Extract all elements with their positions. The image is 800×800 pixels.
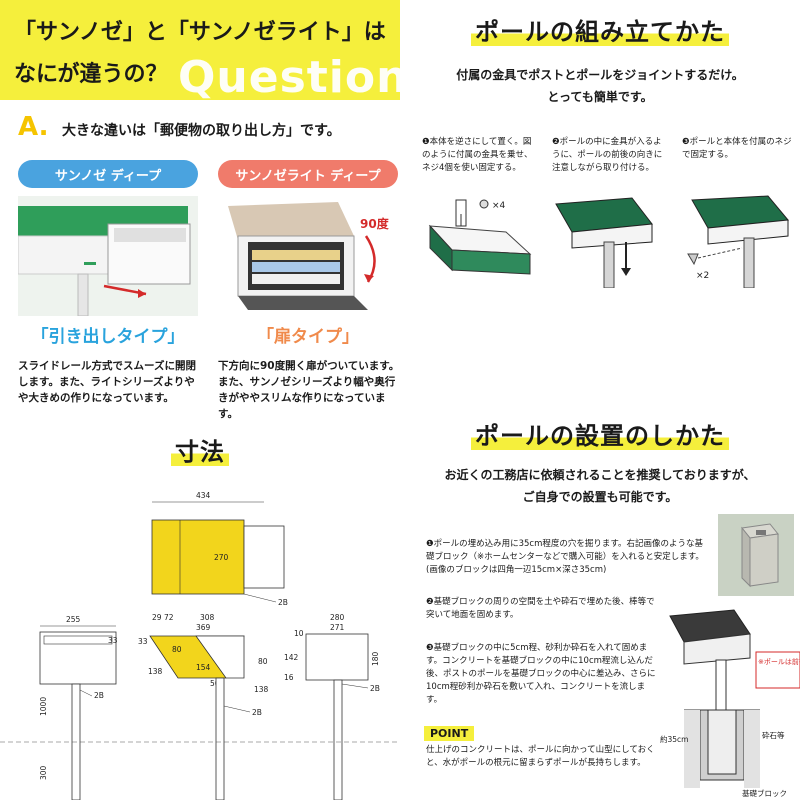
label-2b-front: 2B <box>94 691 104 700</box>
point-text: 仕上げのコンクリートは、ポールに向かって山型にしておくと、水がポールの根元に留ま… <box>426 745 655 768</box>
sanjose-lite-door-illustration: 90度 <box>218 196 398 316</box>
dimensions-title: 寸法 <box>171 438 229 466</box>
dimensions-drawing: 434 270 2B 255 33 2B 1000 300 29 72 308 … <box>0 491 400 800</box>
label-2b-back: 2B <box>370 684 380 693</box>
type-label-drawer: 「引き出しタイプ」 <box>31 327 185 347</box>
dim-side-80: 80 <box>172 645 182 654</box>
label-2b-top: 2B <box>278 598 288 607</box>
install-step-1: ❶ポールの埋め込み用に35cm程度の穴を掘ります。右記画像のような基礎ブロック（… <box>426 539 704 575</box>
pole-direction-note: ※ポールは前後の向きに注意する <box>758 657 800 666</box>
dim-top-width: 434 <box>196 491 211 500</box>
pole-assembly-title: ポールの組み立てかた <box>471 18 729 46</box>
point-label: POINT <box>424 726 475 741</box>
block-label: 基礎ブロック <box>742 788 787 798</box>
pole-assembly-subtitle-1: 付属の金具でポストとポールをジョイントするだけ。 <box>456 68 744 82</box>
assembly-step-2: ❷ポールの中に金具が入るように、ポールの前後の向きに注意しながら取り付ける。 <box>552 137 663 173</box>
type-label-door: 「扉タイプ」 <box>257 327 359 347</box>
dim-side-50: 50 <box>210 679 220 688</box>
installation-cross-section: ※ポールは前後の向きに注意する 約35cm 砕石等 基礎ブロック <box>660 609 800 798</box>
model-chip-sanjose-lite: サンノゼライト ディープ <box>218 160 398 188</box>
sanjose-drawer-illustration <box>18 196 198 316</box>
pole-assembly-subtitle-2: とっても簡単です。 <box>547 90 653 104</box>
model-chip-sanjose: サンノゼ ディープ <box>18 160 198 188</box>
install-step-2: ❷基礎ブロックの周りの空間を土や砕石で埋めた後、棒等で突いて地面を固めます。 <box>426 597 655 620</box>
question-watermark: Question <box>178 52 409 103</box>
label-2b-side: 2B <box>252 708 262 717</box>
assembly-step-2-diagram <box>555 197 653 288</box>
dim-pole-300: 300 <box>39 765 48 780</box>
dim-front-h: 33 <box>108 636 118 645</box>
depth-label: 約35cm <box>660 734 688 744</box>
dim-top-height: 270 <box>214 553 229 562</box>
dim-side-72: 72 <box>164 613 174 622</box>
gravel-label: 砕石等 <box>762 730 785 740</box>
answer-text: 大きな違いは「郵便物の取り出し方」です。 <box>62 123 341 139</box>
count-x2: ×2 <box>696 271 709 281</box>
dim-side-85: 80 <box>258 657 268 666</box>
dim-side-10: 10 <box>294 629 304 638</box>
dim-back-w1: 280 <box>330 613 345 622</box>
angle-label: 90度 <box>360 216 390 231</box>
pole-install-title-wrap: ポールの設置のしかた <box>400 416 800 451</box>
pole-assembly-title-wrap: ポールの組み立てかた <box>400 12 800 47</box>
dim-side-33: 33 <box>138 637 148 646</box>
description-drawer: スライドレール方式でスムーズに開閉します。また、ライトシリーズよりやや大きめの作… <box>18 360 196 404</box>
dim-side-29: 29 <box>152 613 162 622</box>
description-door: 下方向に90度開く扉がついています。また、サンノゼシリーズより幅や奥行きがややス… <box>218 360 400 420</box>
dim-side-369: 369 <box>196 623 211 632</box>
assembly-step-3: ❸ポールと本体を付属のネジで固定する。 <box>682 137 792 160</box>
dim-side-154: 154 <box>196 663 211 672</box>
pole-install-intro-2: ご自身での設置も可能です。 <box>522 490 678 504</box>
question-title-line2: なにが違うの？ <box>14 62 168 87</box>
dim-back-w2: 271 <box>330 623 345 632</box>
answer-letter: A. <box>18 112 49 142</box>
pole-install-title: ポールの設置のしかた <box>471 422 729 450</box>
dim-side-142: 142 <box>284 653 299 662</box>
count-x4: ×4 <box>492 201 506 211</box>
dim-side-138b: 138 <box>254 685 269 694</box>
dim-back-h: 180 <box>371 651 380 666</box>
assembly-step-1: ❶本体を逆さにして置く。図のように付属の金具を乗せ、ネジ4個を使い固定する。 <box>422 137 533 173</box>
dim-side-308: 308 <box>200 613 215 622</box>
pole-install-intro-1: お近くの工務店に依頼されることを推奨しておりますが、 <box>444 468 756 482</box>
dim-pole-1000: 1000 <box>39 697 48 716</box>
dimensions-title-wrap: 寸法 <box>100 432 300 467</box>
foundation-block-photo <box>718 514 794 596</box>
question-title-line1: 「サンノゼ」と「サンノゼライト」は <box>14 20 386 45</box>
assembly-step-1-diagram: ×4 <box>428 199 532 275</box>
install-step-3: ❸基礎ブロックの中に5cm程、砂利か砕石を入れて固めます。コンクリートを基礎ブロ… <box>426 643 656 705</box>
dim-side-138: 138 <box>148 667 163 676</box>
dim-side-16: 16 <box>284 673 294 682</box>
dim-front-width: 255 <box>66 615 81 624</box>
assembly-step-3-diagram: ×2 <box>687 195 789 288</box>
question-header <box>0 0 400 100</box>
